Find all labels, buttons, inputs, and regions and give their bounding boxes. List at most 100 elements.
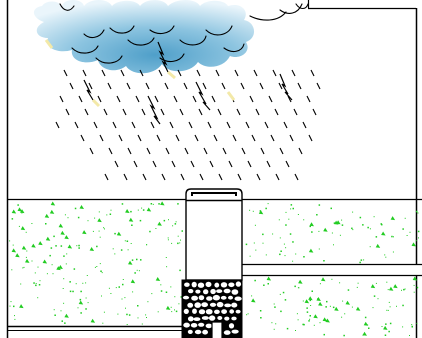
rain-streak-icon	[302, 121, 307, 129]
soil-speck	[155, 228, 157, 229]
soil-speck	[101, 272, 103, 274]
gravel-stone	[202, 329, 209, 335]
soil-speck	[282, 291, 285, 294]
soil-speck	[126, 240, 129, 242]
soil-speck	[92, 230, 94, 232]
soil-speck	[267, 283, 269, 285]
gravel-stone	[210, 288, 216, 295]
gravel-stone	[194, 302, 201, 308]
soil-speck	[130, 210, 132, 213]
soil-speck	[334, 306, 339, 311]
soil-speck	[416, 286, 419, 289]
soil-speck	[310, 305, 312, 306]
soil-speck	[125, 307, 126, 309]
soil-speck	[125, 209, 130, 213]
soil-speck	[303, 323, 305, 326]
gravel-stone	[203, 289, 209, 295]
soil-speck	[385, 256, 387, 258]
soil-speck	[325, 318, 330, 323]
soil-speck	[69, 281, 71, 283]
soil-speck	[284, 299, 287, 301]
rain-streak-icon	[59, 95, 64, 103]
gravel-stone	[198, 295, 205, 301]
gravel-stone	[228, 295, 233, 300]
soil-speck	[106, 214, 108, 216]
soil-speck	[411, 242, 416, 247]
rain-streak-icon	[266, 160, 271, 168]
soil-speck	[142, 209, 145, 211]
rain-streak-icon	[274, 108, 279, 116]
lightning-bolt-icon	[195, 81, 236, 111]
soil-speck	[9, 305, 11, 307]
rain-streak-icon	[127, 147, 132, 155]
gravel-stone	[205, 281, 212, 288]
soil-speck	[85, 282, 87, 284]
soil-speck	[323, 260, 325, 262]
soil-speck	[160, 284, 162, 286]
gravel-stone	[216, 289, 223, 293]
soil-speck	[369, 246, 371, 248]
soil-speck	[416, 210, 418, 213]
rain-streak-icon	[74, 121, 79, 129]
soil-speck	[56, 266, 61, 271]
soil-speck	[323, 333, 325, 336]
soil-speck	[283, 243, 285, 245]
soil-speck	[254, 224, 256, 226]
soil-speck	[78, 247, 80, 249]
soil-speck	[15, 253, 20, 258]
soil-speck	[140, 259, 142, 261]
soil-speck	[295, 253, 297, 255]
soil-speck	[14, 315, 15, 317]
soil-speck	[368, 327, 370, 329]
soil-speck	[179, 269, 181, 272]
soil-speck	[117, 313, 119, 315]
soil-speck	[118, 286, 120, 288]
soil-speck	[181, 230, 183, 232]
rain-streak-icon	[150, 121, 155, 129]
drain-pipe-icon	[240, 263, 422, 277]
soil-speck	[402, 304, 404, 307]
rain-streak-icon	[120, 69, 125, 77]
soil-speck	[45, 236, 51, 241]
soil-speck	[252, 210, 254, 212]
soil-speck	[275, 323, 277, 325]
soil-speck	[295, 330, 296, 331]
soil-speck	[137, 209, 139, 211]
soil-speck	[401, 289, 402, 291]
soil-speck	[46, 273, 48, 275]
soil-speck	[166, 266, 168, 268]
soil-speck	[174, 309, 175, 311]
soil-speck	[247, 313, 249, 315]
rain-streak-icon	[232, 134, 237, 142]
gravel-stone	[235, 309, 241, 314]
gravel-stone	[214, 282, 220, 288]
soil-speck	[352, 229, 354, 231]
rain-streak-icon	[118, 134, 123, 142]
gravel-stone	[214, 309, 220, 314]
soil-speck	[160, 201, 165, 206]
soil-speck	[167, 237, 169, 239]
soil-speck	[50, 201, 56, 206]
soil-speck	[254, 279, 256, 282]
soil-speck	[175, 221, 177, 223]
drain-inlet-icon	[185, 188, 243, 281]
soil-speck	[170, 286, 172, 288]
soil-speck	[82, 230, 87, 235]
soil-speck	[285, 211, 287, 213]
soil-speck	[150, 203, 153, 205]
soil-speck	[20, 209, 25, 214]
rain-streak-icon	[211, 95, 216, 103]
soil-speck	[26, 250, 28, 252]
soil-speck	[115, 287, 117, 289]
soil-speck	[65, 263, 67, 265]
soil-speck	[171, 242, 173, 244]
soil-speck	[78, 244, 80, 247]
soil-speck	[101, 295, 102, 297]
rain-streak-icon	[126, 82, 131, 90]
soil-speck	[141, 323, 143, 325]
soil-speck	[363, 321, 369, 326]
rain-streak-icon	[245, 121, 250, 129]
soil-speck	[79, 205, 84, 209]
soil-speck	[170, 306, 172, 308]
soil-speck	[64, 322, 66, 324]
